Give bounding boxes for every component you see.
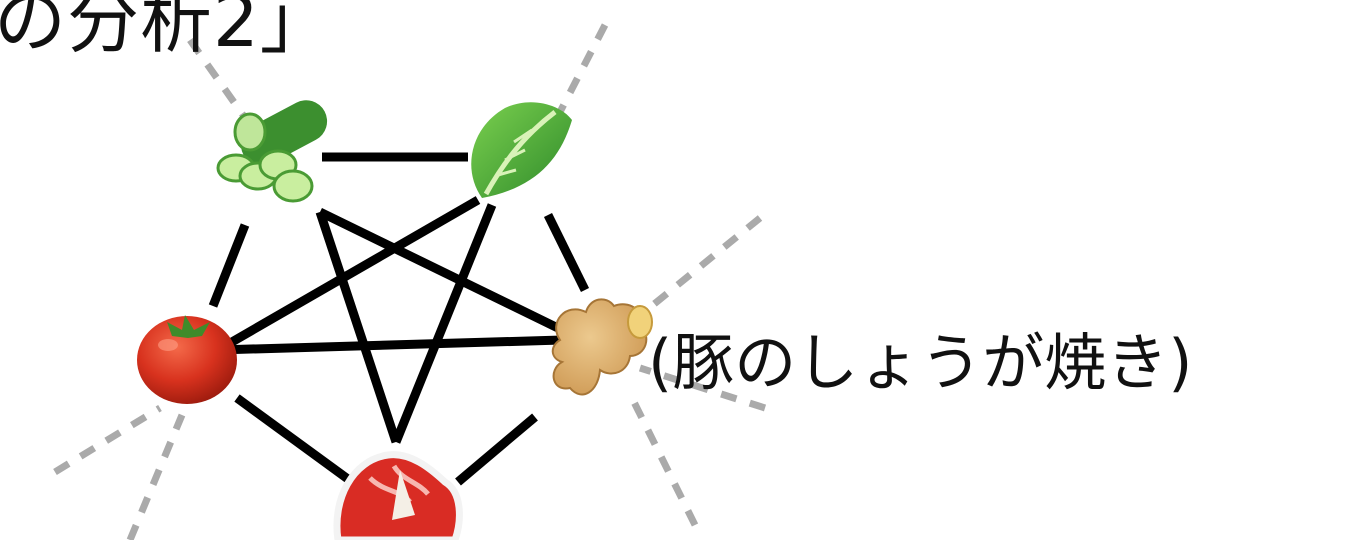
ray-ginger-up bbox=[629, 215, 763, 325]
edge-ginger-meat bbox=[455, 413, 538, 486]
ray-ginger-right bbox=[638, 364, 767, 412]
ray-tomato-left bbox=[53, 405, 162, 475]
dashed-rays bbox=[53, 23, 767, 542]
lettuce-icon bbox=[471, 102, 572, 198]
edge-lettuce-ginger bbox=[543, 213, 590, 292]
ray-lettuce bbox=[556, 23, 609, 114]
network-edges bbox=[208, 152, 590, 486]
ray-ginger-down bbox=[628, 396, 699, 527]
dish-label: (豚のしょうが焼き) bbox=[648, 326, 1193, 399]
edge-cucumber-meat bbox=[315, 210, 401, 444]
edge-lettuce-meat bbox=[391, 203, 497, 444]
tomato-icon bbox=[137, 315, 237, 404]
ray-tomato-down bbox=[126, 413, 186, 542]
edge-tomato-lettuce bbox=[215, 196, 481, 354]
ginger-icon bbox=[551, 298, 653, 396]
edge-meat-tomato bbox=[234, 394, 355, 486]
meat-steak-icon bbox=[333, 451, 463, 544]
edge-tomato-cucumber bbox=[208, 223, 250, 308]
edge-tomato-ginger bbox=[217, 335, 563, 355]
cucumber-icon bbox=[216, 100, 328, 203]
heading-fragment: の分析2」 bbox=[0, 0, 333, 63]
edge-cucumber-ginger bbox=[318, 207, 564, 335]
